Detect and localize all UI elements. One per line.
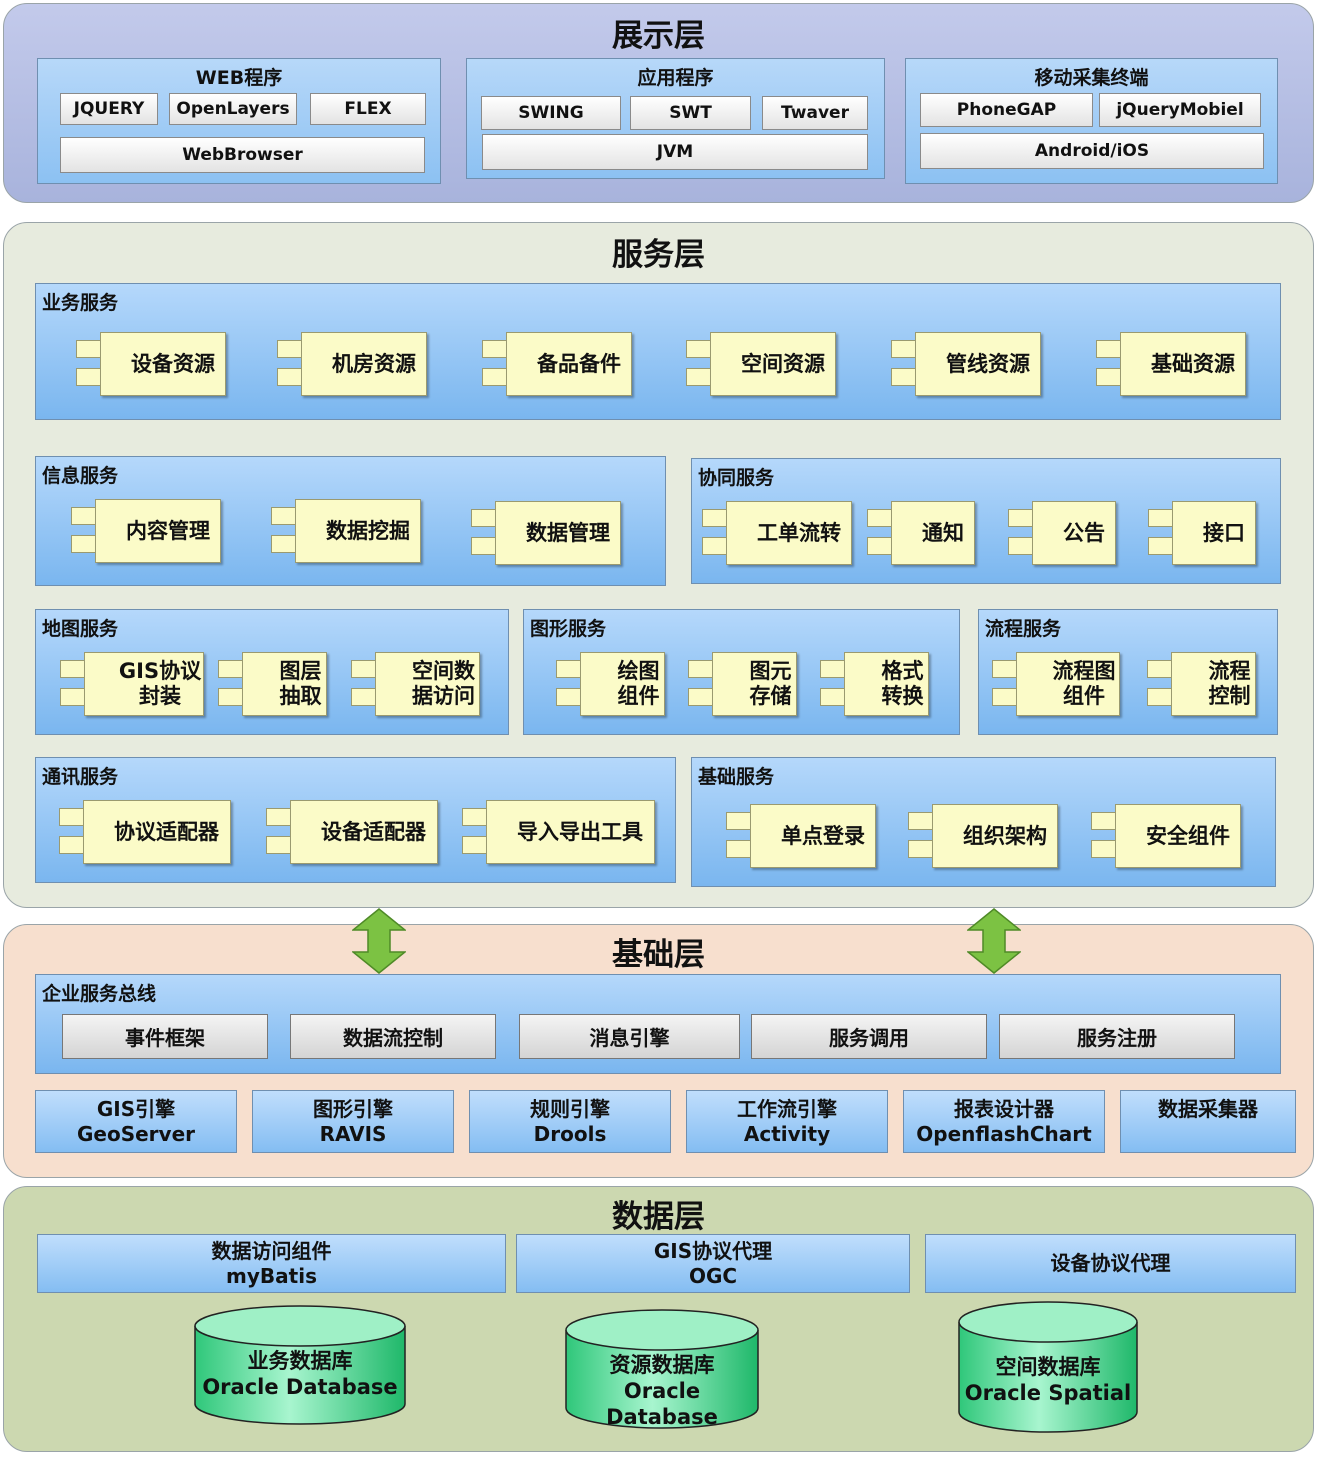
component-base-resource: 基础资源 xyxy=(1096,332,1246,396)
component-protocol-adapter: 协议适配器 xyxy=(59,800,231,864)
dataflow-control-box: 数据流控制 xyxy=(290,1014,496,1059)
bidirectional-arrow-icon-left xyxy=(350,908,408,974)
component-work-order-flow: 工单流转 xyxy=(702,501,852,565)
service-layer-title: 服务层 xyxy=(612,237,705,273)
jquerymobile-box: jQueryMobiel xyxy=(1099,93,1261,127)
device-protocol-proxy-box: 设备协议代理 xyxy=(925,1234,1296,1293)
phonegap-box: PhoneGAP xyxy=(920,93,1093,127)
component-spatial-data-access: 空间数据访问 xyxy=(351,652,480,716)
event-framework-box: 事件框架 xyxy=(62,1014,268,1059)
swing-box: SWING xyxy=(481,96,621,130)
component-device-adapter: 设备适配器 xyxy=(266,800,438,864)
data-layer-title: 数据层 xyxy=(612,1199,705,1235)
component-interface: 接口 xyxy=(1148,501,1256,565)
webbrowser-box: WebBrowser xyxy=(60,137,425,173)
business-service-group: 业务服务 xyxy=(35,283,1281,420)
jquery-box: JQUERY xyxy=(60,93,158,125)
data-collector-box: 数据采集器 xyxy=(1120,1090,1296,1153)
openlayers-box: OpenLayers xyxy=(169,93,297,125)
app-program-title: 应用程序 xyxy=(637,67,714,89)
bidirectional-arrow-icon-right xyxy=(965,908,1023,974)
jvm-box: JVM xyxy=(482,134,868,170)
flex-box: FLEX xyxy=(310,93,426,125)
info-service-title: 信息服务 xyxy=(42,465,119,487)
component-flowchart: 流程图组件 xyxy=(992,652,1120,716)
component-org-structure: 组织架构 xyxy=(908,804,1058,868)
component-element-storage: 图元存储 xyxy=(688,652,797,716)
component-space-resource: 空间资源 xyxy=(686,332,836,396)
business-service-title: 业务服务 xyxy=(42,292,119,314)
component-gis-protocol: GIS协议封装 xyxy=(60,652,204,716)
mobile-terminal-title: 移动采集终端 xyxy=(1034,67,1149,89)
component-security: 安全组件 xyxy=(1091,804,1241,868)
component-import-export-tool: 导入导出工具 xyxy=(462,800,655,864)
collab-service-title: 协同服务 xyxy=(698,467,775,489)
base-service-title: 基础服务 xyxy=(698,766,775,788)
web-program-title: WEB程序 xyxy=(195,67,283,89)
map-service-title: 地图服务 xyxy=(42,618,119,640)
component-data-management: 数据管理 xyxy=(471,501,621,565)
service-invoke-box: 服务调用 xyxy=(751,1014,987,1059)
comm-service-title: 通讯服务 xyxy=(42,766,119,788)
esb-title: 企业服务总线 xyxy=(42,983,157,1005)
component-format-conversion: 格式转换 xyxy=(820,652,929,716)
swt-box: SWT xyxy=(630,96,751,130)
component-flow-control: 流程控制 xyxy=(1147,652,1256,716)
component-equipment-resource: 设备资源 xyxy=(76,332,226,396)
component-announcement: 公告 xyxy=(1008,501,1116,565)
twaver-box: Twaver xyxy=(762,96,868,130)
graphic-service-title: 图形服务 xyxy=(530,618,607,640)
component-spare-parts: 备品备件 xyxy=(482,332,632,396)
message-engine-box: 消息引擎 xyxy=(519,1014,740,1059)
presentation-layer-title: 展示层 xyxy=(612,18,705,54)
component-sso: 单点登录 xyxy=(726,804,876,868)
component-layer-extract: 图层抽取 xyxy=(218,652,327,716)
foundation-layer-title: 基础层 xyxy=(612,937,705,973)
component-notification: 通知 xyxy=(867,501,975,565)
component-drawing: 绘图组件 xyxy=(556,652,665,716)
android-ios-box: Android/iOS xyxy=(920,133,1264,169)
component-room-resource: 机房资源 xyxy=(277,332,427,396)
component-data-mining: 数据挖掘 xyxy=(271,499,421,563)
component-pipeline-resource: 管线资源 xyxy=(891,332,1041,396)
flow-service-title: 流程服务 xyxy=(985,618,1062,640)
service-register-box: 服务注册 xyxy=(999,1014,1235,1059)
component-content-management: 内容管理 xyxy=(71,499,221,563)
